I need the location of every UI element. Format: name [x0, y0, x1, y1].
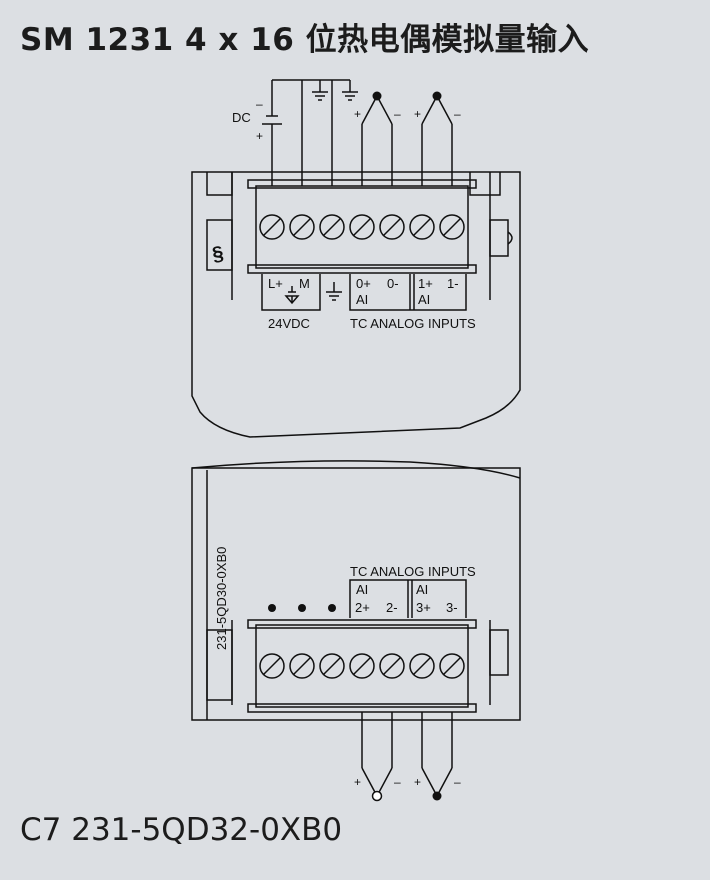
ai-label: AI: [418, 292, 430, 307]
part-number: 231-5QD30-0XB0: [214, 547, 229, 650]
terminal-screw-icon: [439, 653, 465, 679]
tc2-minus: –: [394, 775, 401, 789]
supply-label: 24VDC: [268, 316, 310, 331]
unused-terminal-dot: [328, 604, 336, 612]
tc3-minus: –: [454, 775, 461, 789]
terminal-label-m: M: [299, 276, 310, 291]
thermocouple-icon: [371, 790, 383, 802]
bottom-wiring: [361, 712, 453, 798]
page-title: SM 1231 4 x 16 位热电偶模拟量输入: [20, 22, 590, 58]
top-label-brackets: [261, 274, 467, 311]
inputs-label: TC ANALOG INPUTS: [350, 316, 476, 331]
unused-terminal-dot: [268, 604, 276, 612]
top-wiring: [262, 79, 453, 186]
terminal-label-3plus: 3+: [416, 600, 431, 615]
ai-label: AI: [416, 582, 428, 597]
dc-label: DC: [232, 110, 251, 125]
terminal-label-0minus: 0-: [387, 276, 399, 291]
tc1-minus: –: [454, 107, 461, 121]
terminal-screw-icon: [259, 214, 285, 240]
tc0-plus: +: [354, 107, 361, 121]
terminal-screw-icon: [289, 653, 315, 679]
ground-icon: [312, 91, 328, 101]
terminal-screw-icon: [319, 214, 345, 240]
terminal-screw-icon: [349, 653, 375, 679]
terminal-screw-icon: [259, 653, 285, 679]
terminal-screw-icon: [409, 653, 435, 679]
bottom-terminal-screws: [259, 653, 465, 679]
thermocouple-icon: [432, 791, 442, 801]
tc0-minus: –: [394, 107, 401, 121]
top-module-housing: [191, 171, 521, 438]
terminal-label-3minus: 3-: [446, 600, 458, 615]
ground-icon: [326, 282, 342, 301]
tc1-plus: +: [414, 107, 421, 121]
terminal-screw-icon: [379, 214, 405, 240]
terminal-screw-icon: [409, 214, 435, 240]
bottom-terminal-block: [247, 619, 477, 713]
tc3-plus: +: [414, 775, 421, 789]
terminal-label-2plus: 2+: [355, 600, 370, 615]
bottom-label-brackets: [349, 579, 467, 618]
terminal-label-0plus: 0+: [356, 276, 371, 291]
terminal-screw-icon: [439, 214, 465, 240]
inputs-label: TC ANALOG INPUTS: [350, 564, 476, 579]
unused-terminal-dot: [298, 604, 306, 612]
terminal-screw-icon: [319, 653, 345, 679]
ai-label: AI: [356, 582, 368, 597]
ai-label: AI: [356, 292, 368, 307]
bottom-module-housing: [191, 460, 521, 721]
terminal-label-1minus: 1-: [447, 276, 459, 291]
thermocouple-icon: [372, 91, 382, 101]
dc-minus: –: [256, 97, 263, 111]
terminal-label-2minus: 2-: [386, 600, 398, 615]
tc2-plus: +: [354, 775, 361, 789]
thermocouple-icon: [432, 91, 442, 101]
terminal-label-1plus: 1+: [418, 276, 433, 291]
siemens-logo-icon: §: [211, 242, 226, 266]
terminal-screw-icon: [379, 653, 405, 679]
ground-icon: [342, 91, 358, 101]
terminal-screw-icon: [289, 214, 315, 240]
footer-order-code: C7 231-5QD32-0XB0: [20, 812, 343, 848]
top-terminal-screws: [259, 214, 465, 240]
dc-plus: +: [256, 129, 263, 143]
terminal-screw-icon: [349, 214, 375, 240]
terminal-label-lplus: L+: [268, 276, 283, 291]
